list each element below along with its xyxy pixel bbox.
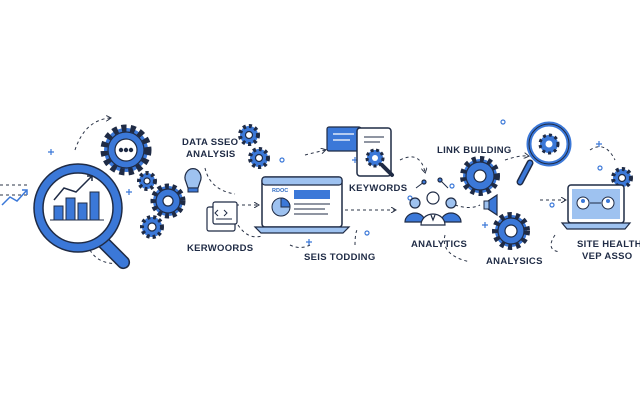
data-seo-label-line1: DATA SSEO <box>182 137 239 148</box>
site-health-laptop-icon <box>560 184 632 230</box>
gear-icon <box>611 167 633 189</box>
team-people-icon <box>404 177 462 226</box>
site-health-label-line2: VEP ASSO <box>582 251 633 262</box>
megaphone-icon <box>483 193 498 217</box>
browser-tag-label: RDOC <box>272 188 289 194</box>
gear-icon <box>460 156 500 196</box>
magnifier-chart-icon <box>33 163 131 270</box>
gear-chat-icon <box>100 124 152 176</box>
link-building-label: LINK BUILDING <box>437 145 512 156</box>
data-seo-label-line2: ANALYSIS <box>186 149 236 160</box>
trend-line-icon <box>1 189 28 206</box>
seis-todding-label: SEIS TODDING <box>304 252 376 263</box>
keywords-label: KEYWORDS <box>349 183 408 194</box>
analysics-label: ANALYSICS <box>486 256 543 267</box>
gear-icon <box>137 171 157 191</box>
gear-icon <box>248 147 270 169</box>
browser-laptop-icon <box>253 176 351 234</box>
keyword-search-document-icon <box>326 126 394 177</box>
kerwoords-label: KERWOORDS <box>187 243 254 254</box>
gear-icon <box>492 212 530 250</box>
search-gear-icon <box>516 121 572 186</box>
gear-icon <box>238 124 260 146</box>
connector-paths <box>0 118 616 264</box>
gear-icon <box>140 215 164 239</box>
lightbulb-icon <box>184 168 202 193</box>
analytics-label: ANALYTICS <box>411 239 468 250</box>
gear-icon <box>150 183 186 219</box>
gear-icons <box>100 124 633 250</box>
site-health-label-line1: SITE HEALTH <box>577 239 640 250</box>
code-document-icon <box>206 201 238 232</box>
